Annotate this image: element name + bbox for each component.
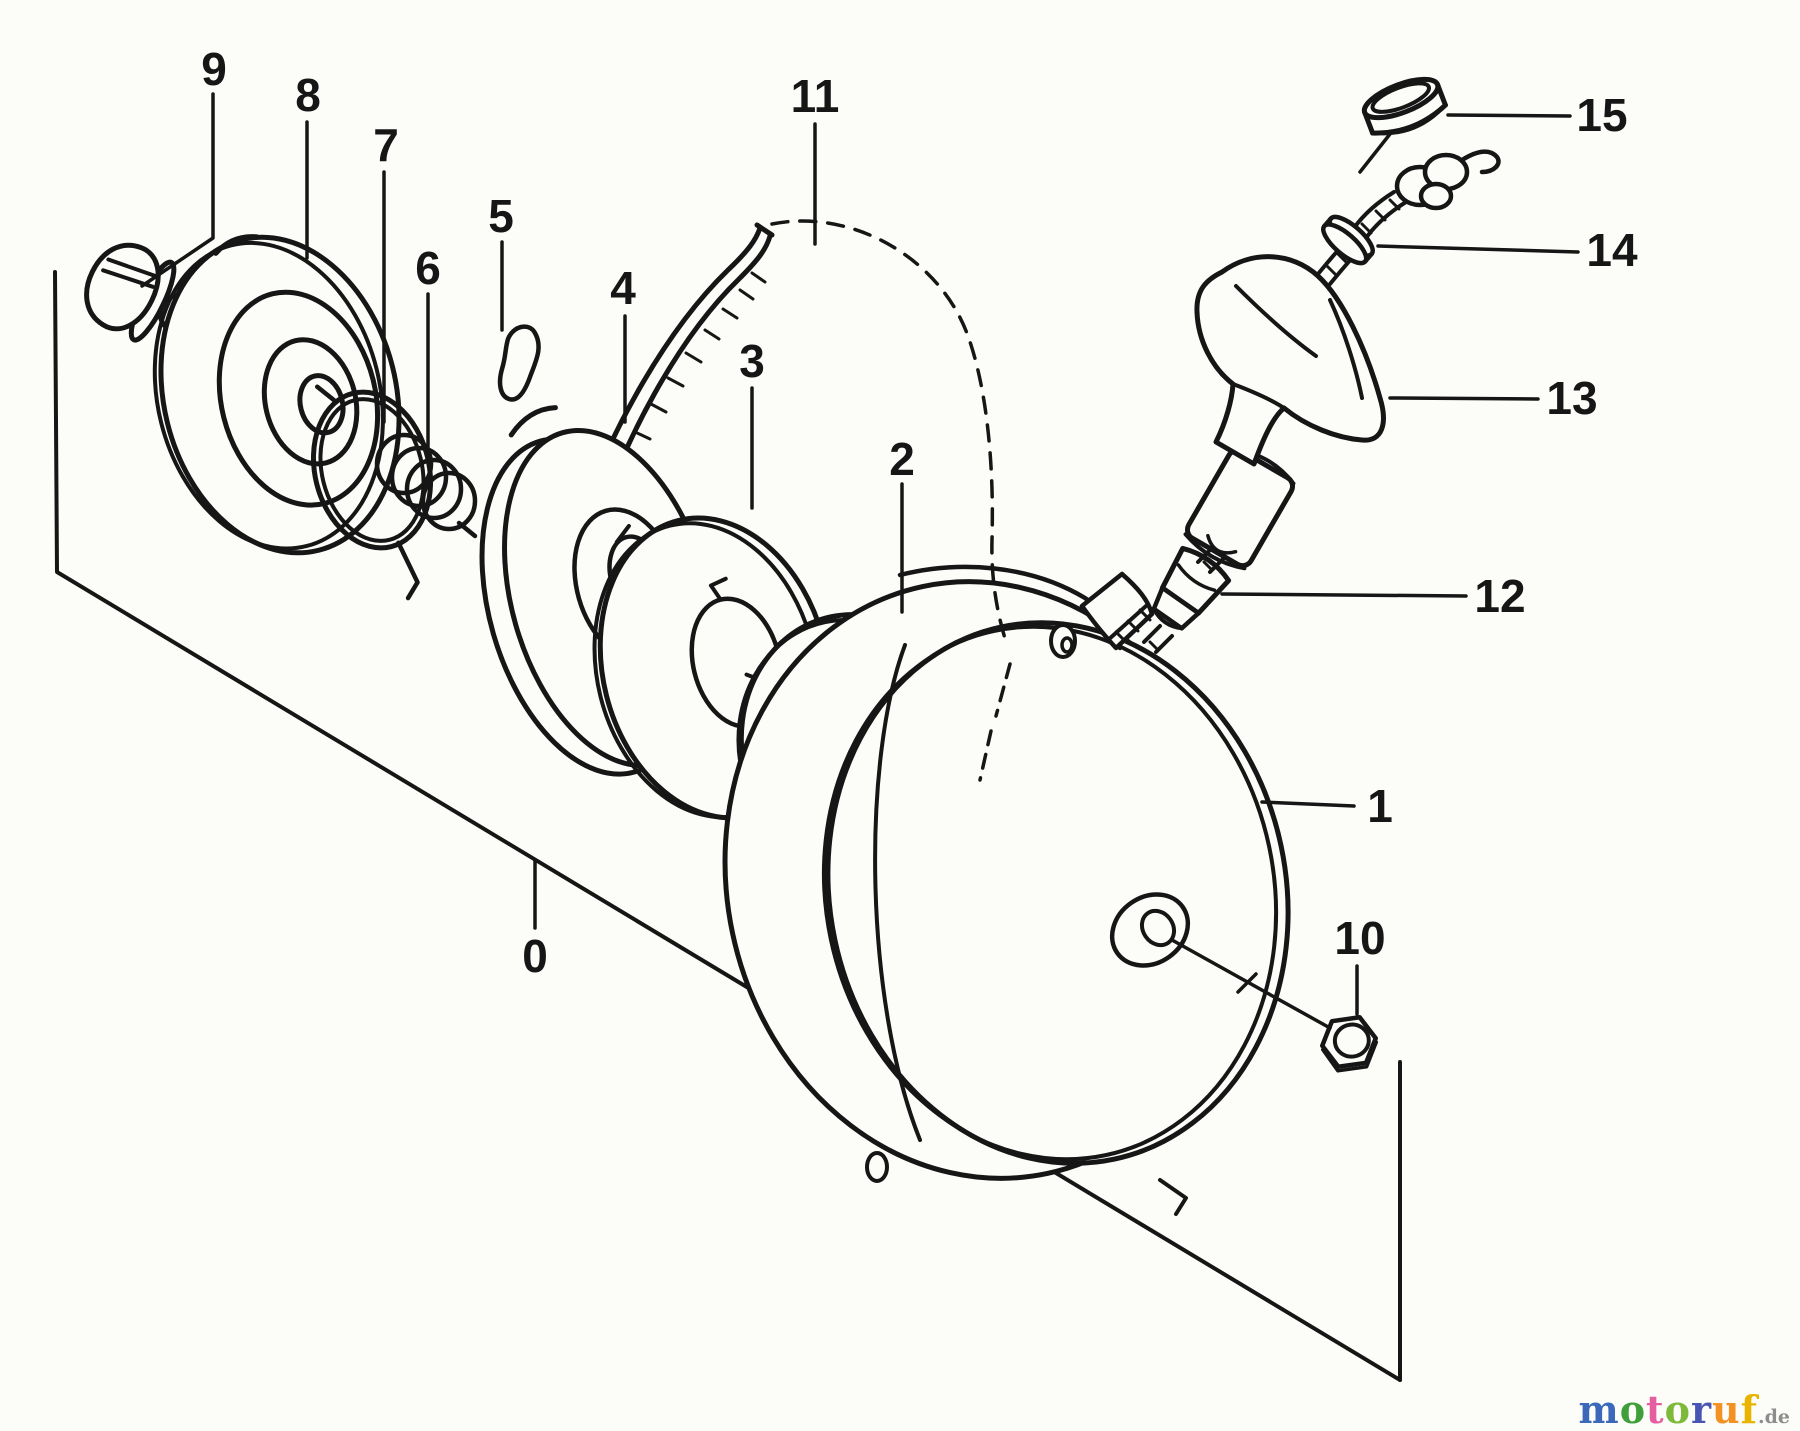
part-8-starter-case-drawing (152, 234, 402, 556)
watermark-logo: motoruf.de (1578, 1391, 1790, 1429)
part-label-4: 4 (610, 262, 636, 314)
part-14-rope-guide-drawing (1321, 214, 1375, 266)
watermark-letter: r (1690, 1387, 1712, 1431)
leader-line-15 (1446, 113, 1572, 118)
part-label-9: 9 (201, 43, 227, 95)
part-label-13: 13 (1546, 372, 1597, 424)
part-12-bushing-drawing (1151, 545, 1232, 631)
part-label-6: 6 (415, 242, 441, 294)
part-5-clip-drawing (497, 324, 541, 402)
part-label-12: 12 (1474, 570, 1525, 622)
part-1-starter-housing-drawing (722, 564, 1291, 1216)
watermark-letter: o (1619, 1387, 1647, 1431)
watermark-letter: o (1664, 1387, 1691, 1431)
part-label-2: 2 (889, 433, 915, 485)
part-10-nut-drawing (1320, 1015, 1379, 1073)
part-label-11: 11 (791, 70, 840, 122)
part-label-5: 5 (488, 190, 514, 242)
watermark-suffix: .de (1758, 1406, 1790, 1428)
part-label-15: 15 (1576, 89, 1627, 141)
part-6-spring-drawing (374, 432, 478, 539)
part-13-handle-drawing (1194, 254, 1386, 467)
leader-line-12 (1220, 592, 1468, 598)
part-15-cap-drawing (1361, 76, 1448, 136)
watermark-letter: f (1740, 1387, 1758, 1431)
part-label-7: 7 (373, 119, 399, 171)
part-label-1: 1 (1367, 780, 1393, 832)
watermark-letter: u (1712, 1387, 1741, 1431)
leader-line-14 (1376, 244, 1580, 254)
leader-line-1 (1260, 800, 1356, 808)
part-label-3: 3 (739, 335, 765, 387)
part-7-friction-ring-drawing (310, 384, 434, 601)
watermark-letter: t (1646, 1387, 1665, 1431)
part-label-0: 0 (522, 930, 548, 982)
part-label-10: 10 (1334, 912, 1385, 964)
part-label-14: 14 (1586, 224, 1638, 276)
leader-line-9 (140, 92, 215, 288)
cap-pointer-line (1358, 132, 1392, 174)
leader-line-13 (1388, 396, 1540, 401)
leader-line-10 (1170, 938, 1332, 1030)
part-label-8: 8 (295, 69, 321, 121)
rope-knot-drawing (1394, 149, 1501, 211)
watermark-letter: m (1578, 1387, 1620, 1431)
hidden-rope-path-dashed (770, 219, 1012, 782)
